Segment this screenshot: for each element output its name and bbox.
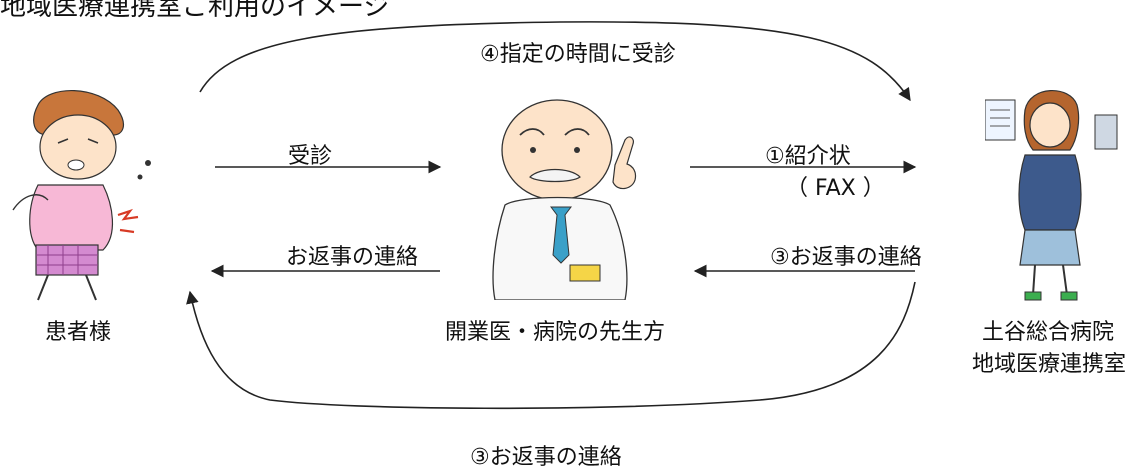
patient-label: 患者様 (45, 320, 112, 345)
doctor-label: 開業医・病院の先生方 (445, 320, 666, 345)
top-curve-arrow (199, 21, 911, 102)
hospital-staff-illustration (985, 90, 1118, 301)
top-arrow-label: ④指定の時間に受診 (480, 42, 676, 67)
reply-right-label: ③お返事の連絡 (770, 245, 922, 270)
hospital-label-line2: 地域医療連携室 (972, 352, 1127, 377)
reply-left-label: お返事の連絡 (286, 245, 419, 270)
hospital-label-line1: 土谷総合病院 (982, 320, 1115, 345)
patient-illustration (12, 89, 151, 301)
fax-label: （ FAX ） (786, 176, 885, 201)
diagram-title: 地域医療連携室ご利用のイメージ (0, 0, 390, 22)
doctor-illustration (492, 99, 637, 300)
referral-label: ①紹介状 (765, 144, 851, 169)
bottom-arrow-label: ③お返事の連絡 (470, 445, 622, 470)
bottom-curve-arrow (186, 281, 916, 410)
visit-label: 受診 (288, 144, 333, 169)
